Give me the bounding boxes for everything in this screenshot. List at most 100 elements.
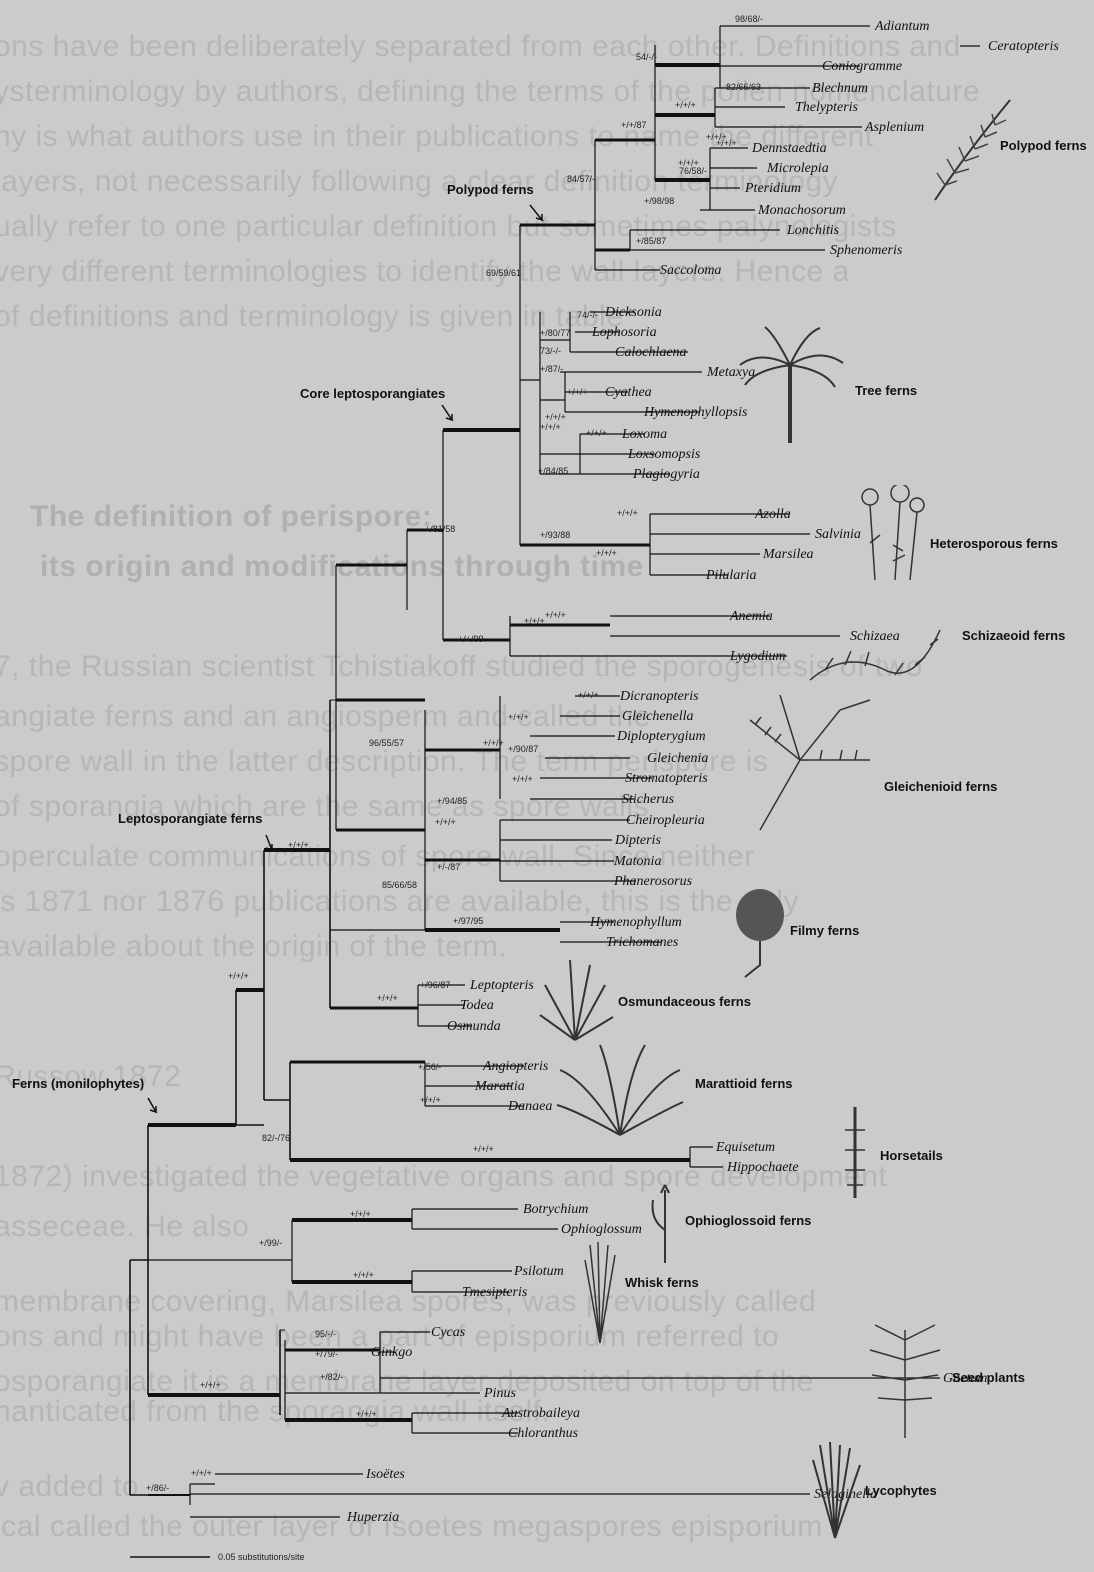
taxon-label: Loxsomopsis <box>627 447 701 462</box>
osmundaceous-fern-illustration <box>535 955 615 1045</box>
support-value: +/+/+ <box>420 1095 441 1105</box>
taxon-label: Diplopterygium <box>616 729 706 744</box>
taxon-label: Dipteris <box>614 833 661 848</box>
taxon-label: Dennstaedtia <box>751 141 827 156</box>
support-value: 82/-/76 <box>262 1133 290 1143</box>
taxon-label: Microlepia <box>766 161 829 176</box>
taxon-label: Danaea <box>507 1099 552 1114</box>
support-value: +/56/- <box>418 1062 441 1072</box>
support-value: +/+/87 <box>621 120 647 130</box>
taxon-label: Blechnum <box>812 81 868 96</box>
heterosporous-fern-illustration <box>855 485 935 585</box>
support-value: +/+/+ <box>567 387 588 397</box>
support-value: +/+/+ <box>191 1468 212 1478</box>
support-value: +/+/+ <box>512 774 533 784</box>
support-value: +/98/98 <box>644 196 674 206</box>
taxon-label: Trichomanes <box>606 935 679 950</box>
clade-arrow <box>442 405 452 420</box>
taxon-label: Sticherus <box>622 792 675 807</box>
taxon-label: Stromatopteris <box>625 771 708 786</box>
support-value: 84/57/- <box>567 174 595 184</box>
support-value: +/+/+ <box>540 422 561 432</box>
scale-bar-label: 0.05 substitutions/site <box>218 1552 305 1562</box>
support-value: +/86/- <box>146 1483 169 1493</box>
support-value: +/+/99 <box>458 634 484 644</box>
marattioid-fern-illustration <box>555 1040 685 1140</box>
support-value: 98/68/- <box>735 14 763 24</box>
support-value: +/+/+ <box>377 993 398 1003</box>
lycophyte-illustration <box>805 1440 865 1540</box>
taxon-label: Pteridium <box>744 181 801 196</box>
taxon-label: Marsilea <box>762 547 814 562</box>
clade-label: Core leptosporangiates <box>300 386 445 401</box>
support-value: +/85/87 <box>636 236 666 246</box>
schizaeoid-fern-illustration <box>805 620 945 700</box>
taxon-label: Lophosoria <box>591 325 657 340</box>
whisk-fern-illustration <box>580 1240 620 1345</box>
support-value: +/+/+ <box>483 738 504 748</box>
support-value: 82/66/63 <box>726 82 761 92</box>
taxon-label: Dicranopteris <box>619 689 699 704</box>
clade-label: Ferns (monilophytes) <box>12 1076 144 1091</box>
taxon-label: Matonia <box>613 854 661 869</box>
support-value: +/+/+ <box>545 412 566 422</box>
support-value: 96/55/57 <box>369 738 404 748</box>
taxon-label: Gleichenella <box>622 709 694 724</box>
taxon-label: Sphenomeris <box>830 243 903 258</box>
taxon-label: Angiopteris <box>482 1059 549 1074</box>
taxon-label: Cyathea <box>605 385 652 400</box>
support-value: +/84/85 <box>538 466 568 476</box>
support-value: +/+/+ <box>288 840 309 850</box>
taxon-label: Todea <box>460 998 494 1013</box>
taxon-label: Lygodium <box>729 649 786 664</box>
support-value: +/+/+ <box>524 616 545 626</box>
support-value: +/+/+ <box>596 548 617 558</box>
taxon-label: Plagiogyria <box>632 467 700 482</box>
taxon-label: Marattia <box>474 1079 525 1094</box>
horsetail-illustration <box>840 1105 870 1200</box>
filmy-fern-illustration <box>730 885 790 980</box>
taxon-label: Cycas <box>431 1325 466 1340</box>
gleichenioid-fern-illustration <box>740 690 880 840</box>
taxon-label: Anemia <box>729 609 773 624</box>
taxon-label: Gleichenia <box>647 751 708 766</box>
support-value: +/-/87 <box>437 862 460 872</box>
group-label: Horsetails <box>880 1148 943 1163</box>
support-value: 73/-/- <box>540 346 561 356</box>
support-value: +/90/87 <box>508 744 538 754</box>
taxon-label: Lonchitis <box>786 223 840 238</box>
group-label: Tree ferns <box>855 383 917 398</box>
support-value: +/+/+ <box>228 971 249 981</box>
taxon-label: Cheiropleuria <box>626 813 705 828</box>
support-value: +/+/95 <box>0 0 26 2</box>
support-value: +/94/85 <box>437 796 467 806</box>
ophioglossoid-fern-illustration <box>645 1180 685 1265</box>
taxon-label: Isoëtes <box>365 1467 405 1482</box>
support-value: 74/-/- <box>577 310 598 320</box>
taxon-label: Tmesipteris <box>462 1285 528 1300</box>
support-value: +/97/95 <box>453 916 483 926</box>
taxon-label: Saccoloma <box>660 263 721 278</box>
group-label: Marattioid ferns <box>695 1076 793 1091</box>
taxon-label: Ophioglossum <box>561 1222 642 1237</box>
support-value: +/+/+ <box>356 1409 377 1419</box>
support-value: +/+/+ <box>617 508 638 518</box>
taxon-label: Psilotum <box>513 1264 564 1279</box>
support-value: +/+/+ <box>435 817 456 827</box>
taxon-label: Hippochaete <box>726 1160 799 1175</box>
clade-arrow <box>266 835 272 850</box>
taxon-label: Monachosorum <box>757 203 846 218</box>
group-label: Whisk ferns <box>625 1275 699 1290</box>
support-value: +/99/- <box>259 1238 282 1248</box>
support-value: +/79/- <box>315 1349 338 1359</box>
support-value: +/80/77 <box>540 328 570 338</box>
group-label: Osmundaceous ferns <box>618 994 751 1009</box>
seed-plant-illustration <box>860 1320 950 1440</box>
support-value: +/+/+ <box>545 610 566 620</box>
taxon-label: Coniogramme <box>822 59 902 74</box>
support-value: +/+/+ <box>675 100 696 110</box>
clade-label: Leptosporangiate ferns <box>118 811 262 826</box>
group-label: Gleichenioid ferns <box>884 779 997 794</box>
group-label: Filmy ferns <box>790 923 859 938</box>
taxon-label: Chloranthus <box>508 1426 579 1441</box>
